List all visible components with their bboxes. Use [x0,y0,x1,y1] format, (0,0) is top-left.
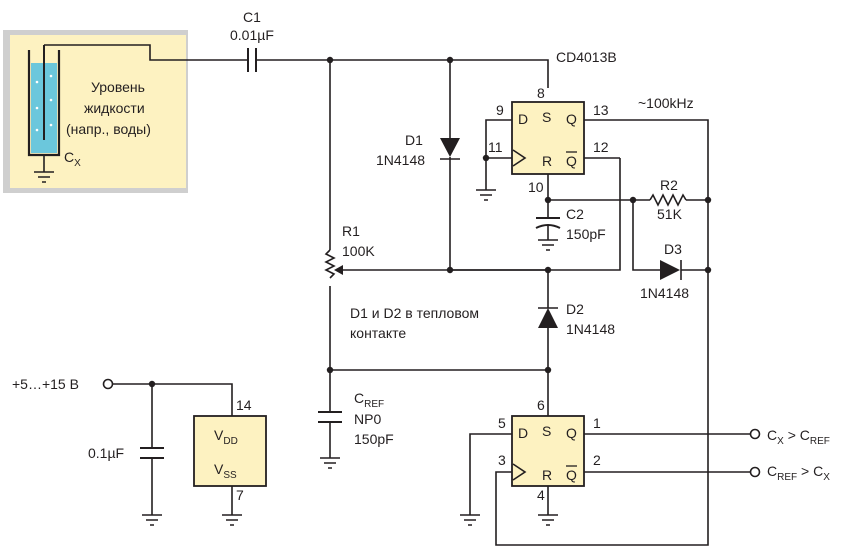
frequency-label: ~100kHz [638,95,694,111]
ff2-pin-s: 6 [537,397,545,413]
c1-name: C1 [243,9,261,25]
r2-value: 51K [657,206,683,222]
d2-part: 1N4148 [566,321,615,337]
sensor-text-line3: (напр., воды) [66,121,151,137]
power-block [193,415,267,487]
pin-vdd: 14 [236,397,252,413]
ff2-pin-clk: 3 [498,452,506,468]
ff1-body [511,101,585,175]
ff1-d-label: D [518,111,528,127]
ground-icon [142,514,162,526]
decoupling-cap-value: 0.1µF [88,445,124,461]
ff2-s-label: S [542,423,551,439]
cref-type: NP0 [354,411,381,427]
r1-wiper-arrow-icon [334,265,343,275]
sensor-text-line2: жидкости [84,100,145,116]
ff1-clock-icon [512,149,527,167]
sensor-lead [44,44,248,61]
ground-icon [320,457,340,469]
supply-terminal [102,378,114,390]
ff1-r-label: R [542,153,552,169]
ff2-pin-r: 4 [537,487,545,503]
r1-resistor-icon [324,249,336,279]
ground-icon [538,239,558,251]
r2-name: R2 [660,177,678,193]
cref-label: CREF [354,390,384,410]
ff1-pin-d: 9 [496,102,504,118]
ground-icon [460,514,480,526]
d3-name: D3 [664,241,682,257]
r2-resistor-icon [649,193,687,207]
ff2-d-label: D [518,425,528,441]
d1-name: D1 [405,132,423,148]
ground-icon [34,171,54,183]
d3-part: 1N4148 [640,285,689,301]
ff1-pin-qbar: 12 [593,139,609,155]
ff2-qbar-label: Q [566,467,577,483]
d1-diode-icon [440,138,460,157]
vss-label: VSS [214,461,237,481]
r1-name: R1 [342,223,360,239]
ff2-clock-icon [512,463,527,481]
liquid-level-sensor: Уровень жидкости (напр., воды) CX [3,30,188,193]
supply-label: +5…+15 В [12,376,79,392]
output-terminal-2 [749,466,761,478]
r1-value: 100K [342,243,375,259]
ground-icon [476,189,496,201]
ic-part: CD4013B [556,49,617,65]
ff1-pin-q: 13 [593,102,609,118]
ff2-pin-qbar: 2 [593,452,601,468]
ff2-r-label: R [542,467,552,483]
thermal-note-line1: D1 и D2 в тепловом [350,305,479,321]
ff1-q-label: Q [566,111,577,127]
d3-diode-icon [660,260,680,280]
c1-value: 0.01µF [230,27,274,43]
pin-vss: 7 [236,487,244,503]
c2-capacitor-icon [535,224,561,229]
ff2-q-label: Q [566,425,577,441]
ground-icon [222,514,242,526]
top-bus [256,59,549,88]
c2-value: 150pF [566,226,606,242]
d1-part: 1N4148 [376,152,425,168]
vdd-label: VDD [214,427,238,447]
output-1-label: CX > CREF [767,427,830,447]
ff1-qbar-label: Q [566,153,577,169]
ff2-pin-d: 5 [498,415,506,431]
ff2-pin-q: 1 [593,415,601,431]
flip-flop-1: D S Q R Q 9 11 8 13 12 10 [488,85,609,195]
cx-label: CX [64,149,81,169]
cref-value: 150pF [354,431,394,447]
thermal-note-line2: контакте [350,325,406,341]
output-2-label: CREF > CX [767,463,830,483]
c2-name: C2 [566,206,584,222]
d2-diode-icon [538,308,558,328]
ff1-s-label: S [542,109,551,125]
ff1-pin-r: 10 [528,179,544,195]
sensor-text-line1: Уровень [91,79,145,95]
ground-icon [538,514,558,526]
c1-capacitor-icon [247,48,257,72]
d2-name: D2 [566,301,584,317]
ff1-pin-s: 8 [537,85,545,101]
flip-flop-2: D S Q R Q 5 3 6 1 2 4 [498,397,601,503]
ff1-pin-clk: 11 [488,139,503,155]
output-terminal-1 [749,428,761,440]
